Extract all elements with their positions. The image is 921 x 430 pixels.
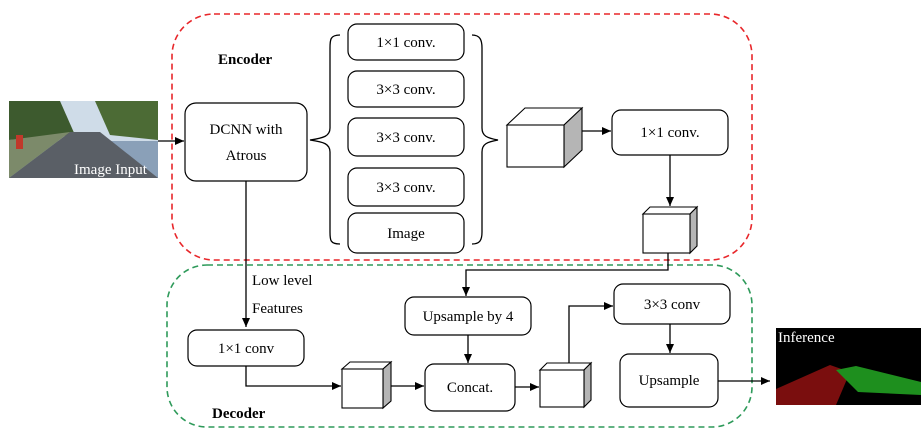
decoder-conv-3x3-label: 3×3 conv [644, 297, 701, 313]
upsample-by-4-label: Upsample by 4 [423, 309, 514, 325]
decoder-title: Decoder [212, 406, 266, 422]
right-bracket [471, 34, 499, 245]
decoder-conv-3x3-box [613, 283, 731, 325]
branch-conv-3x3-b-label: 3×3 conv. [376, 130, 435, 146]
decoder-feature-cube-b [538, 361, 593, 409]
branch-conv-3x3-a-label: 3×3 conv. [376, 82, 435, 98]
branch-conv-3x3-b [347, 117, 465, 157]
branch-conv-1x1-label: 1×1 conv. [376, 35, 435, 51]
decoder-feature-cube-a [340, 360, 393, 410]
low-level-label-line2: Features [252, 301, 303, 317]
dcnn-atrous-box [184, 102, 308, 182]
encoder-output-conv-label: 1×1 conv. [640, 125, 699, 141]
inference-output-image: Inference [776, 328, 921, 405]
branch-image-pooling [347, 212, 465, 254]
encoder-region [171, 13, 753, 261]
decoder-region [166, 264, 753, 428]
upsample-label: Upsample [639, 373, 700, 389]
branch-image-label: Image [387, 226, 425, 242]
dcnn-label-line2: Atrous [226, 148, 267, 164]
inference-label: Inference [778, 330, 835, 346]
branch-conv-3x3-c [347, 167, 465, 207]
image-input-thumbnail: Image Input [9, 101, 158, 178]
low-level-label-line1: Low level [252, 273, 312, 289]
concat-label: Concat. [447, 380, 493, 396]
encoder-title: Encoder [218, 52, 273, 68]
left-bracket [309, 34, 341, 245]
branch-conv-3x3-c-label: 3×3 conv. [376, 180, 435, 196]
decoder-conv-1x1-label: 1×1 conv [218, 341, 275, 357]
encoder-feature-cube [505, 106, 584, 169]
dcnn-label-line1: DCNN with [210, 122, 283, 138]
encoder-small-cube [641, 205, 699, 255]
branch-conv-1x1 [347, 23, 465, 61]
image-input-label: Image Input [74, 162, 148, 178]
branch-conv-3x3-a [347, 70, 465, 108]
